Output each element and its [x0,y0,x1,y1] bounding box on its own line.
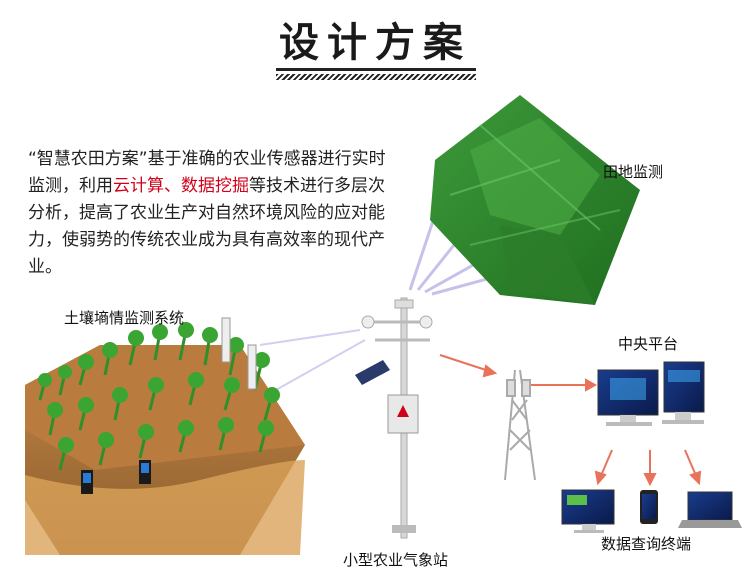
title-hatch-underline [276,74,476,80]
satellite-field-image [430,95,640,305]
laptop-icon [678,491,742,528]
phone-icon [640,490,658,524]
description-part2: 等技术进行多层次分析，提高了农业生产对自然环境风险的应对能力，使弱势的传统农业成… [28,176,385,277]
label-soil-system: 土壤墒情监测系统 [64,309,185,327]
label-central-platform: 中央平台 [618,335,679,353]
signal-tower-icon [504,369,536,481]
monitor-icon [561,489,615,533]
description-text: “智慧农田方案”基于准确的农业传感器进行实时监测，利用云计算、数据挖掘等技术进行… [28,146,400,281]
red-arrows [439,354,702,487]
page-title: 设计方案 [279,20,471,66]
description-part1: “智慧农田方案”基于准确的农业传感器进行实时监测，利用 [28,149,386,196]
central-platform-icon [597,361,705,426]
label-field-monitoring: 田地监测 [603,163,664,181]
description-highlight: 云计算、数据挖掘 [113,176,249,196]
label-query-terminal: 数据查询终端 [601,535,692,553]
soil-field-block [25,317,305,555]
label-weather-station: 小型农业气象站 [343,551,449,569]
soil-sensor-icon [81,317,257,494]
weather-station-icon [355,297,433,539]
title-underline [276,68,476,71]
